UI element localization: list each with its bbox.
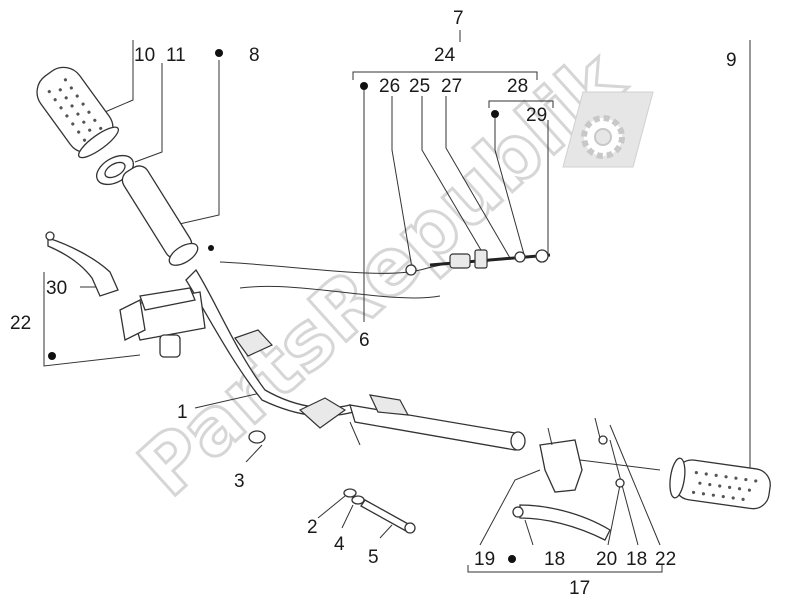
callout-19: 19 <box>474 549 495 570</box>
callout-3: 3 <box>234 471 245 492</box>
right-brake-lever <box>512 417 625 541</box>
callout-6: 6 <box>359 330 370 351</box>
throttle-tube <box>121 165 199 266</box>
callout-2: 2 <box>307 517 318 538</box>
callout-22-left: 22 <box>10 313 31 334</box>
left-grip <box>36 66 120 159</box>
callout-1: 1 <box>177 402 188 423</box>
callout-11: 11 <box>166 45 186 66</box>
cable-adjuster <box>429 249 551 269</box>
callout-28: 28 <box>507 76 528 97</box>
callout-17: 17 <box>569 578 590 599</box>
callout-30: 30 <box>46 278 67 299</box>
right-grip <box>669 457 771 510</box>
left-brake-lever <box>45 231 119 297</box>
callout-5: 5 <box>368 547 379 568</box>
callout-8: 8 <box>249 45 260 66</box>
callout-29: 29 <box>526 105 547 126</box>
callout-25: 25 <box>409 76 430 97</box>
callout-22-right: 22 <box>655 549 676 570</box>
callout-18: 18 <box>544 549 565 570</box>
handlebar <box>185 268 526 451</box>
callout-20: 20 <box>596 549 617 570</box>
master-cylinder <box>119 287 206 358</box>
fasteners <box>248 430 416 534</box>
callout-10: 10 <box>134 45 155 66</box>
callout-7: 7 <box>453 8 464 29</box>
callout-26: 26 <box>379 76 400 97</box>
callout-27: 27 <box>441 76 462 97</box>
callout-9: 9 <box>726 50 737 71</box>
gear-icon <box>562 91 654 168</box>
callout-24: 24 <box>434 45 456 66</box>
callout-dots <box>48 49 516 563</box>
callout-4: 4 <box>334 534 345 555</box>
callout-labels: 7 24 26 25 27 28 29 10 11 8 9 30 22 6 1 … <box>10 8 737 599</box>
callout-18-right: 18 <box>626 549 647 570</box>
